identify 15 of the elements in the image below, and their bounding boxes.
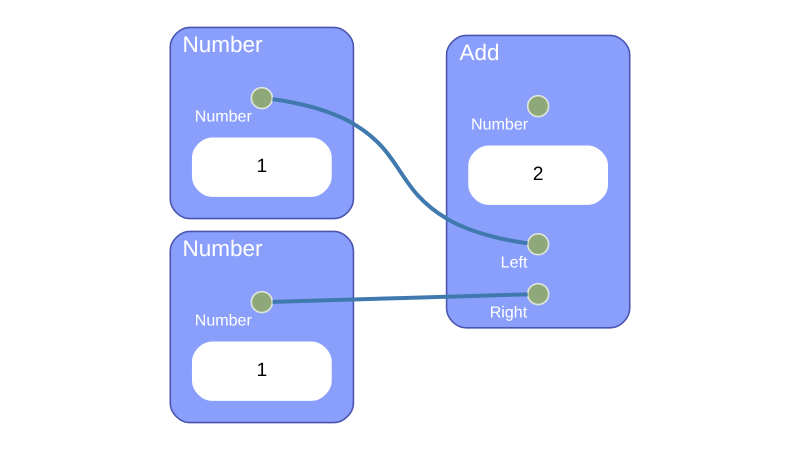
node-circle [250, 290, 274, 314]
node-circle [526, 94, 550, 118]
connector [272, 97, 528, 246]
connector [272, 292, 528, 304]
node-label: Number [194, 107, 252, 126]
node-label: Left [500, 254, 528, 272]
node-circle [526, 233, 550, 256]
node-box: 1 [192, 137, 332, 197]
node-label: Number [471, 115, 528, 134]
node-box: 2 [468, 145, 608, 205]
node-circle [250, 86, 274, 110]
node-label: Right [490, 303, 528, 322]
node-circle [526, 282, 550, 306]
node-label: Number [194, 311, 252, 330]
node-box: 1 [192, 341, 332, 401]
